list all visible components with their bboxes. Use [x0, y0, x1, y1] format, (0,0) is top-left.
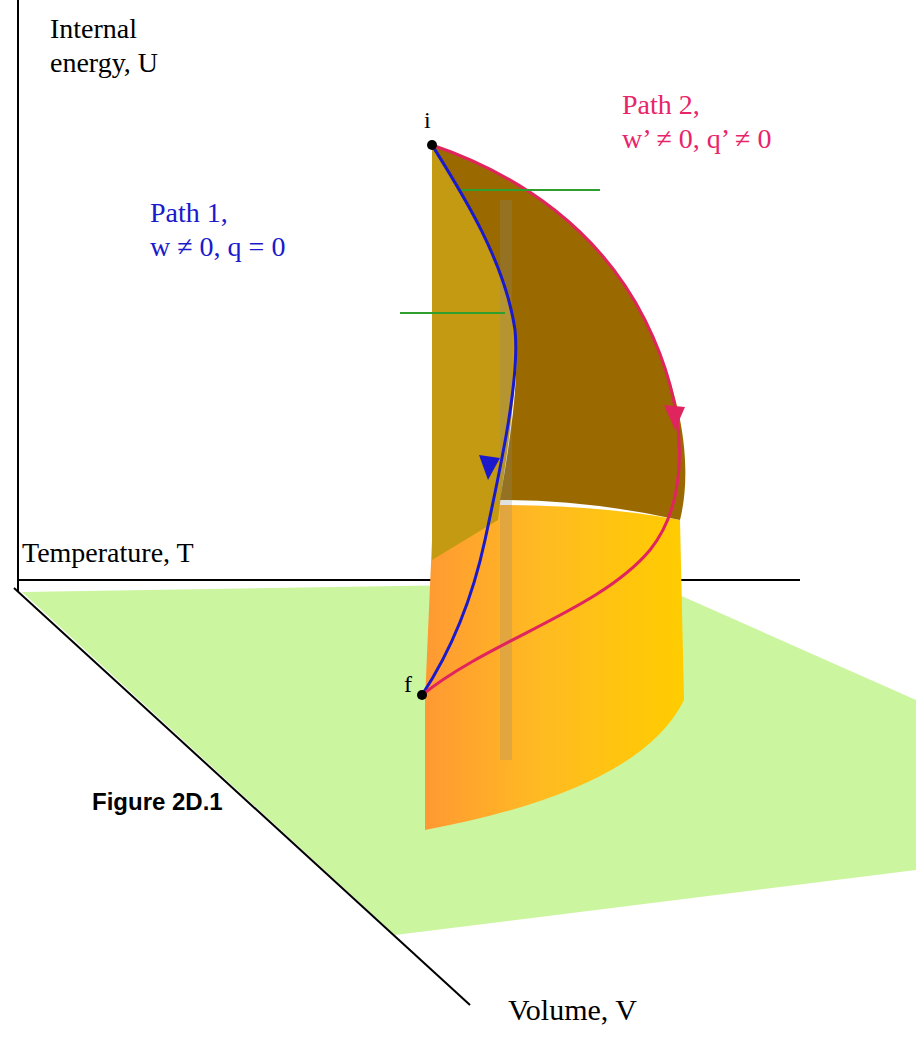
axis-label: Volume, V: [508, 992, 637, 1028]
figure-caption: Figure 2D.1: [92, 788, 223, 817]
path-1-arrowhead: [479, 455, 500, 480]
path-1-curve: [422, 145, 516, 695]
point-label: f: [404, 670, 412, 699]
surface-fold: [432, 145, 685, 520]
volume-axis: [14, 588, 470, 1005]
axis-label: Temperature, T: [22, 536, 194, 570]
shading-stripe: [500, 200, 512, 760]
path-label: Path 2, w’ ≠ 0, q’ ≠ 0: [622, 88, 771, 155]
temperature-axis: [18, 579, 800, 581]
axis-label: Internal energy, U: [50, 12, 158, 79]
point-label: i: [424, 106, 431, 135]
final-point: [417, 690, 427, 700]
initial-point: [427, 140, 437, 150]
path-2-curve: [422, 145, 679, 695]
leader-line: [462, 189, 600, 191]
path-label: Path 1, w ≠ 0, q = 0: [150, 196, 285, 263]
path-2-arrowhead: [664, 405, 685, 430]
leader-line: [400, 312, 505, 314]
energy-axis: [17, 0, 19, 592]
